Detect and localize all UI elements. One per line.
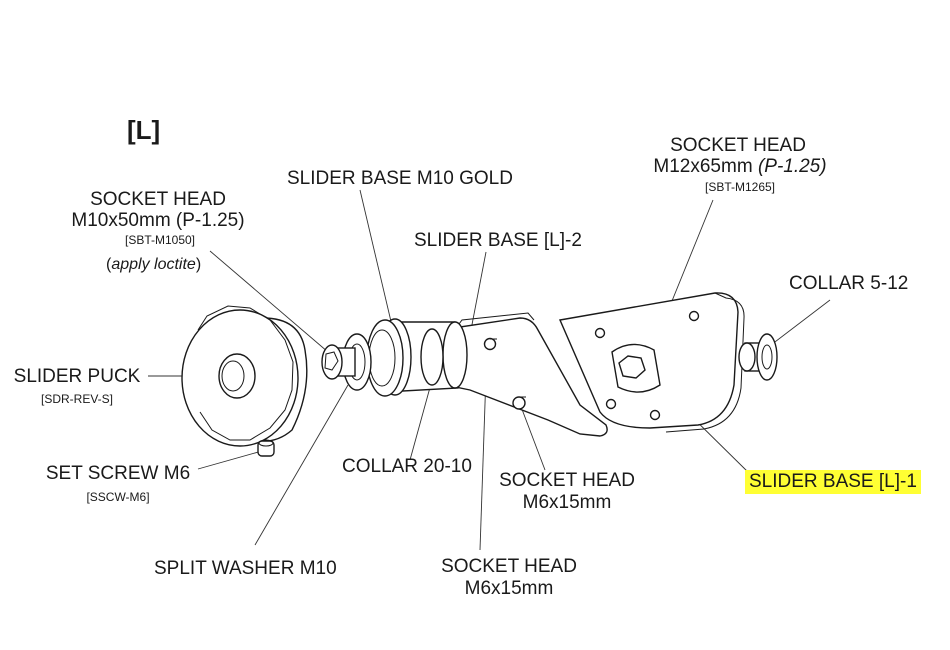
slider-base-l1-label: SLIDER BASE [L]-1 [745, 470, 921, 494]
socket-head-m10-part [321, 344, 356, 380]
set-screw-label: SET SCREW M6 [45, 463, 191, 484]
set-screw-code: [SSCW-M6] [86, 490, 150, 504]
slider-puck-part [181, 305, 308, 447]
socket-head-m6-b-size: M6x15mm [464, 578, 554, 599]
socket-head-m10-title: SOCKET HEAD [90, 189, 226, 210]
socket-head-m6-a-size: M6x15mm [522, 492, 612, 513]
socket-head-m10-size: M10x50mm (P-1.25) [71, 210, 245, 231]
slider-base-gold-part [366, 318, 468, 397]
socket-head-m6-b-title: SOCKET HEAD [441, 556, 577, 577]
set-screw-part [257, 439, 275, 457]
slider-base-gold-label: SLIDER BASE M10 GOLD [287, 168, 513, 189]
collar-20-10-label: COLLAR 20-10 [342, 456, 472, 477]
socket-head-m12-title: SOCKET HEAD [670, 135, 806, 156]
slider-base-l2-part [439, 312, 608, 437]
split-washer-label: SPLIT WASHER M10 [154, 558, 337, 579]
socket-head-m10-note: (apply loctite) [106, 256, 202, 273]
slider-base-l1-part [559, 292, 745, 433]
socket-head-m6-a-title: SOCKET HEAD [499, 470, 635, 491]
collar-5-12-label: COLLAR 5-12 [789, 273, 909, 294]
socket-head-m6-part [490, 338, 526, 398]
slider-puck-code: [SDR-REV-S] [40, 392, 113, 406]
collar-5-12-part [738, 333, 778, 381]
diagram-title: [L] [127, 115, 161, 145]
socket-head-m12-code: [SBT-M1265] [704, 180, 776, 194]
slider-puck-label: SLIDER PUCK [13, 366, 141, 387]
slider-base-l2-label: SLIDER BASE [L]-2 [414, 230, 582, 251]
socket-head-m10-code: [SBT-M1050] [124, 233, 196, 247]
socket-head-m12-size: M12x65mm (P-1.25) [653, 156, 827, 177]
